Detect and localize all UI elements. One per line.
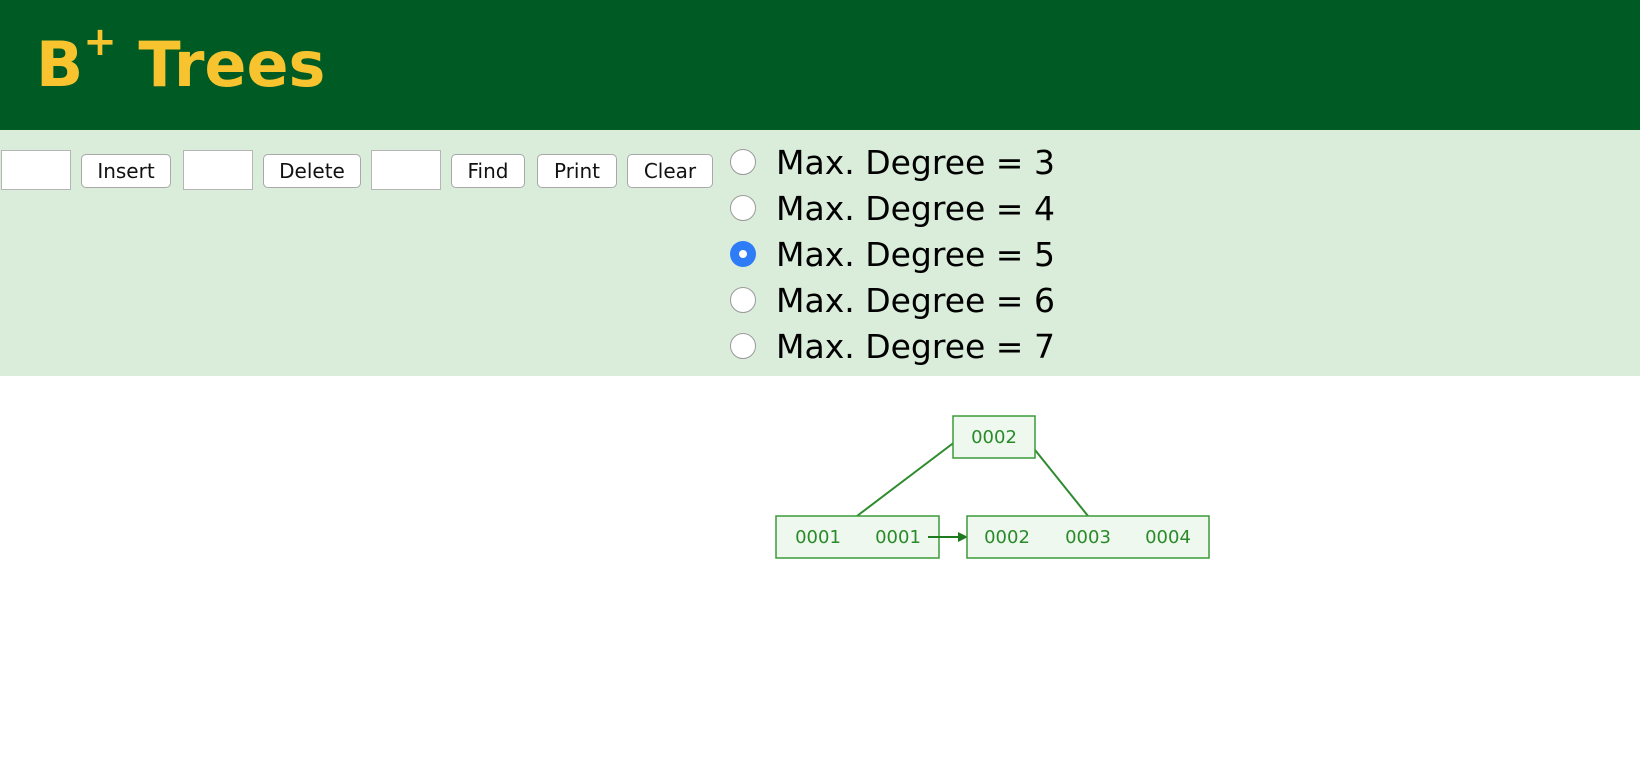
clear-button[interactable]: Clear xyxy=(627,154,713,188)
node-box xyxy=(775,515,940,559)
node-key: 0001 xyxy=(795,527,841,548)
degree-radio[interactable] xyxy=(730,287,756,313)
tree-edge-root-leaf-1 xyxy=(856,434,965,517)
title-superscript: + xyxy=(83,19,117,65)
degree-label: Max. Degree = 3 xyxy=(776,142,1055,182)
node-key: 0004 xyxy=(1145,527,1191,548)
degree-radio[interactable] xyxy=(730,241,756,267)
tree-leaf-node-2: 0002 0003 0004 xyxy=(966,515,1210,559)
title-rest: Trees xyxy=(116,28,326,101)
degree-option-7[interactable]: Max. Degree = 7 xyxy=(730,326,1055,366)
degree-option-4[interactable]: Max. Degree = 4 xyxy=(730,188,1055,228)
degree-radio[interactable] xyxy=(730,333,756,359)
find-input[interactable] xyxy=(371,150,441,190)
degree-label: Max. Degree = 6 xyxy=(776,280,1055,320)
page-header: B+ Trees xyxy=(0,0,1640,130)
print-button[interactable]: Print xyxy=(537,154,617,188)
node-key: 0002 xyxy=(984,527,1030,548)
degree-label: Max. Degree = 5 xyxy=(776,234,1055,274)
tree-leaf-node-1: 0001 0001 xyxy=(775,515,940,559)
degree-label: Max. Degree = 4 xyxy=(776,188,1055,228)
delete-button[interactable]: Delete xyxy=(263,154,361,188)
find-button[interactable]: Find xyxy=(451,154,525,188)
insert-button[interactable]: Insert xyxy=(81,154,171,188)
node-key: 0003 xyxy=(1065,527,1111,548)
bplus-tree-diagram: 0002 0001 0001 0002 0003 0004 xyxy=(775,415,1210,559)
page-title: B+ Trees xyxy=(36,22,326,101)
degree-radio[interactable] xyxy=(730,149,756,175)
node-box xyxy=(952,415,1036,459)
insert-input[interactable] xyxy=(1,150,71,190)
delete-input[interactable] xyxy=(183,150,253,190)
degree-option-6[interactable]: Max. Degree = 6 xyxy=(730,280,1055,320)
node-key: 0002 xyxy=(971,427,1017,448)
degree-label: Max. Degree = 7 xyxy=(776,326,1055,366)
node-key: 0001 xyxy=(875,527,921,548)
degree-radio[interactable] xyxy=(730,195,756,221)
degree-option-3[interactable]: Max. Degree = 3 xyxy=(730,142,1055,182)
controls-panel: Insert Delete Find Print Clear Max. Degr… xyxy=(0,130,1640,376)
title-main: B xyxy=(36,28,84,101)
degree-option-5[interactable]: Max. Degree = 5 xyxy=(730,234,1055,274)
node-box xyxy=(966,515,1210,559)
tree-root-node: 0002 xyxy=(952,415,1036,459)
